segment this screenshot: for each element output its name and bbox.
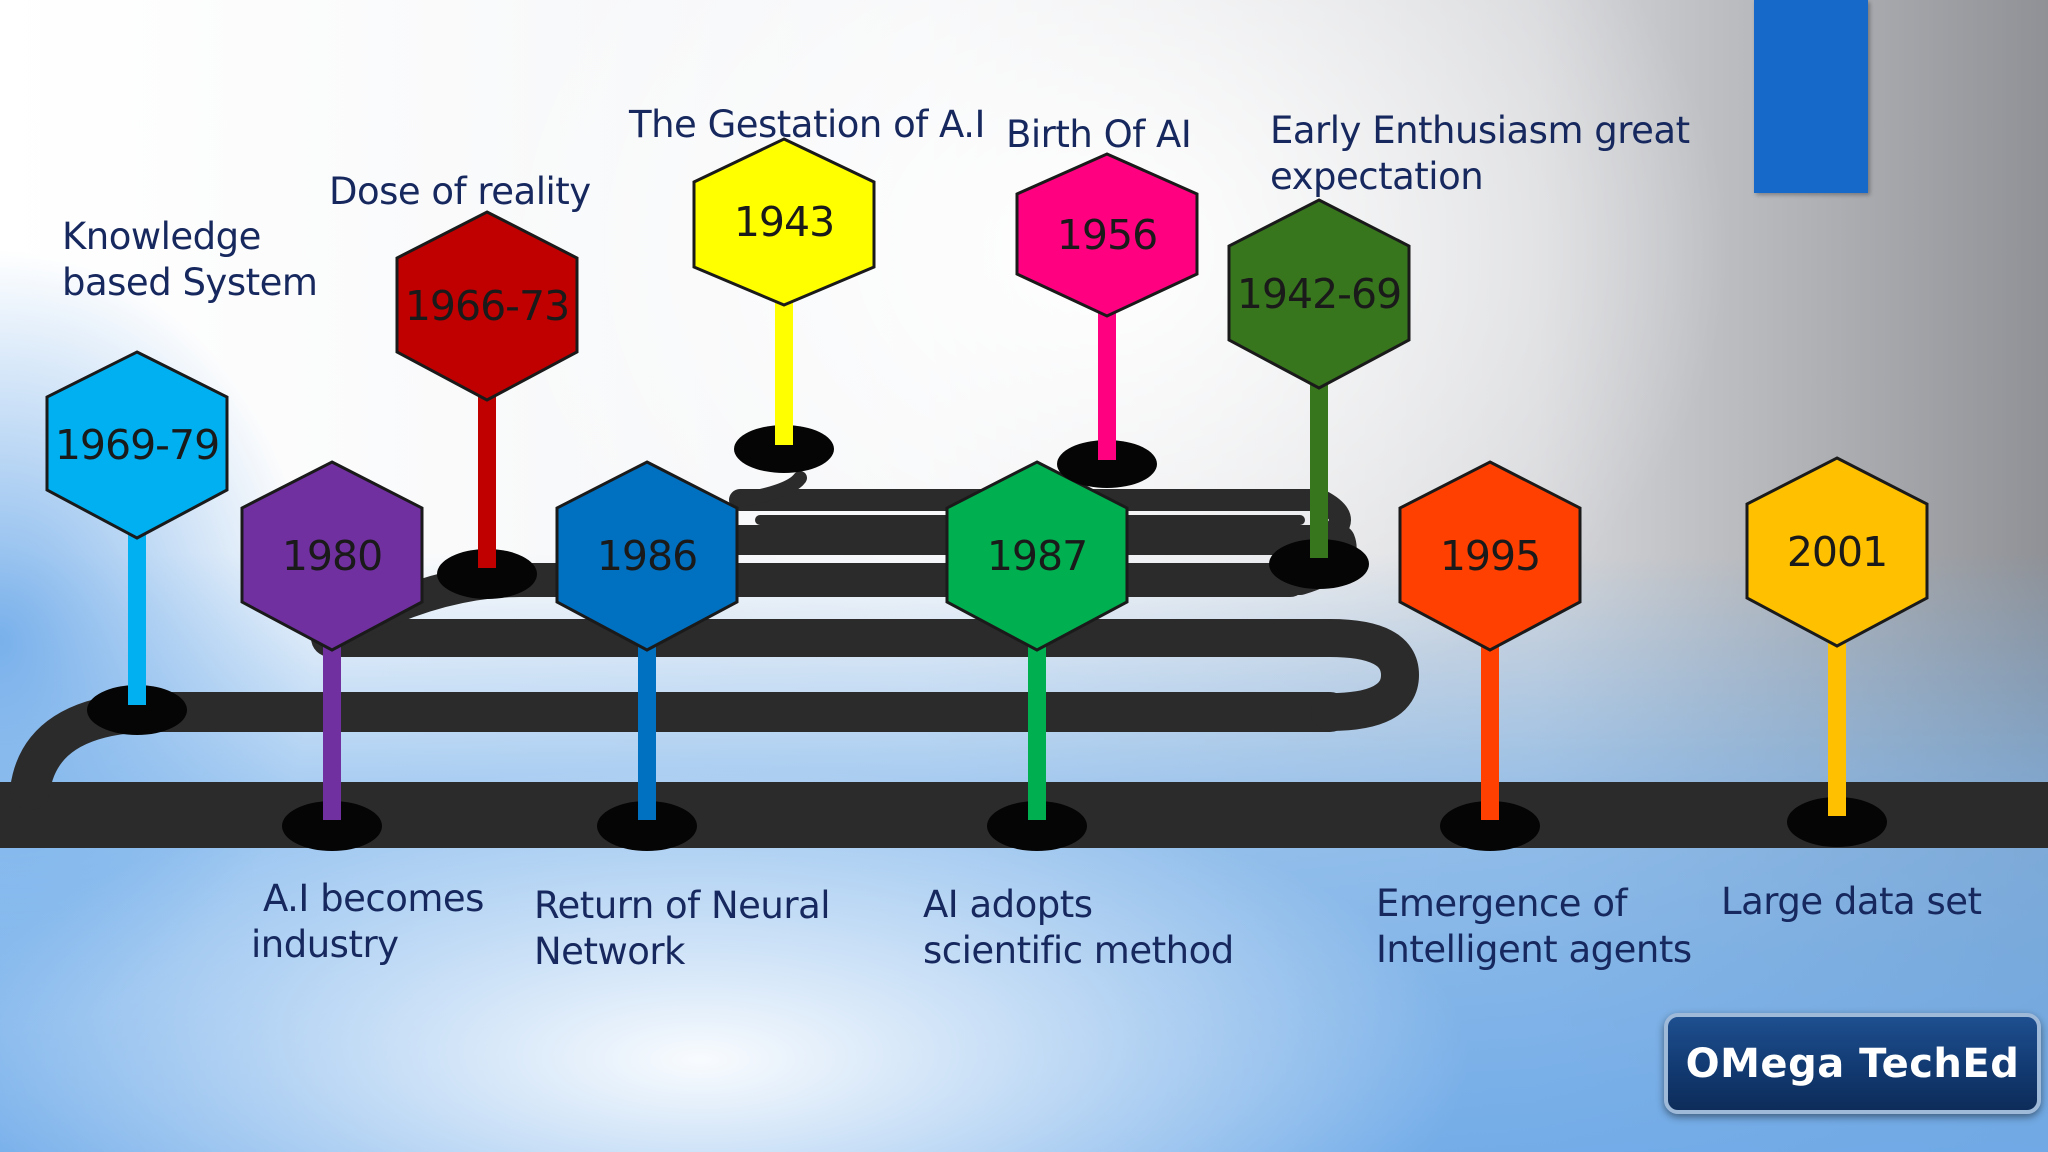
- milestone-year: 1942-69: [1236, 270, 1402, 318]
- milestone-marker: [692, 137, 876, 473]
- milestone-marker: [45, 350, 229, 735]
- milestone-year: 1966-73: [404, 282, 570, 330]
- milestone-pole: [1028, 640, 1046, 820]
- caption-line: industry: [251, 923, 399, 966]
- caption-line: Dose of reality: [329, 170, 591, 213]
- milestone-marker: [395, 210, 579, 599]
- milestone-hexagon: [395, 210, 579, 402]
- caption-dose-of-reality: Dose of reality: [329, 169, 591, 215]
- milestone-year: 1969-79: [54, 421, 220, 469]
- milestone-marker: [1398, 460, 1582, 851]
- milestone-pole: [1481, 640, 1499, 820]
- brand-logo-badge: OMega TechEd: [1664, 1013, 2041, 1114]
- milestone-pole: [1310, 378, 1328, 558]
- milestone-marker: [1745, 456, 1929, 847]
- milestone-hexagon: [692, 137, 876, 307]
- milestone-1969-79: 1969-79: [40, 350, 230, 740]
- milestone-marker: [1227, 198, 1411, 589]
- milestone-pole: [478, 390, 496, 568]
- milestone-1986: 1986: [555, 460, 745, 860]
- caption-early-enthusiasm: Early Enthusiasm great expectation: [1270, 108, 1690, 200]
- caption-return-of-neural-network: Return of Neural Network: [534, 883, 831, 975]
- caption-line: Early Enthusiasm great: [1270, 109, 1690, 152]
- milestone-year: 2001: [1786, 528, 1888, 576]
- caption-line: Emergence of: [1376, 882, 1627, 925]
- milestone-year: 1943: [733, 198, 835, 246]
- caption-line: AI adopts: [923, 883, 1093, 926]
- milestone-pole: [775, 297, 793, 445]
- caption-line: The Gestation of A.I: [629, 103, 985, 146]
- caption-line: scientific method: [923, 929, 1234, 972]
- milestone-pole: [323, 640, 341, 820]
- milestone-1980: 1980: [240, 460, 430, 860]
- milestone-pole: [1098, 310, 1116, 460]
- milestone-1966-73: 1966-73: [395, 210, 585, 610]
- milestone-hexagon: [240, 460, 424, 652]
- milestone-hexagon: [1398, 460, 1582, 652]
- caption-emergence-of-intelligent-agents: Emergence of Intelligent agents: [1376, 881, 1692, 973]
- milestone-marker: [1015, 152, 1199, 488]
- brand-label: OMega TechEd: [1685, 1040, 2020, 1087]
- milestone-hexagon: [1227, 198, 1411, 390]
- milestone-1942-69: 1942-69: [1227, 198, 1417, 598]
- caption-knowledge-based-system: Knowledge based System: [62, 214, 318, 306]
- milestone-hexagon: [45, 350, 229, 540]
- caption-ai-adopts-scientific-method: AI adopts scientific method: [923, 882, 1234, 974]
- milestone-hexagon: [1745, 456, 1929, 648]
- milestone-hexagon: [1015, 152, 1199, 318]
- milestone-1995: 1995: [1398, 460, 1588, 860]
- caption-line: Return of Neural: [534, 884, 831, 927]
- caption-line: Birth Of AI: [1006, 113, 1192, 156]
- caption-ai-becomes-industry: A.I becomes industry: [251, 876, 484, 968]
- caption-line: Large data set: [1721, 880, 1982, 923]
- milestone-1943: 1943: [692, 137, 882, 477]
- caption-line: expectation: [1270, 155, 1484, 198]
- milestone-hexagon: [555, 460, 739, 652]
- milestone-year: 1986: [596, 532, 698, 580]
- milestone-marker: [555, 460, 739, 851]
- milestone-pole: [638, 640, 656, 820]
- milestone-year: 1995: [1439, 532, 1541, 580]
- milestone-year: 1987: [986, 532, 1088, 580]
- caption-line: based System: [62, 261, 318, 304]
- milestone-pole: [128, 530, 146, 705]
- caption-gestation-of-ai: The Gestation of A.I: [629, 102, 985, 148]
- milestone-hexagon: [945, 460, 1129, 652]
- milestone-2001: 2001: [1745, 456, 1935, 856]
- caption-birth-of-ai: Birth Of AI: [1006, 112, 1192, 158]
- caption-line: Intelligent agents: [1376, 928, 1692, 971]
- caption-line: Network: [534, 930, 686, 973]
- milestone-marker: [945, 460, 1129, 851]
- milestone-1987: 1987: [945, 460, 1135, 860]
- caption-large-data-set: Large data set: [1721, 879, 1982, 925]
- milestone-year: 1980: [281, 532, 383, 580]
- corner-blue-block: [1754, 0, 1868, 193]
- caption-line: A.I becomes: [263, 877, 484, 920]
- milestone-year: 1956: [1056, 211, 1158, 259]
- milestone-1956: 1956: [1015, 152, 1205, 492]
- milestone-marker: [240, 460, 424, 851]
- caption-line: Knowledge: [62, 215, 261, 258]
- milestone-pole: [1828, 636, 1846, 816]
